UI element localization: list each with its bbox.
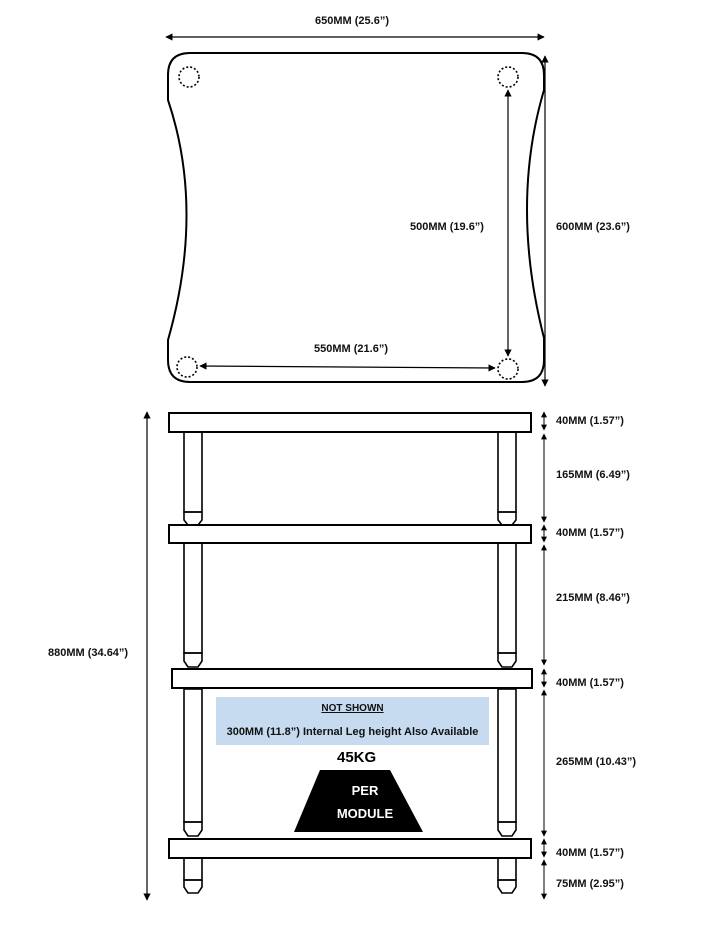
shelf-3 [171, 668, 533, 689]
leg-spike-marker [178, 66, 200, 88]
leg-right-lower [497, 688, 517, 837]
shelf-2 [168, 524, 532, 544]
shelf-thickness-label: 40MM (1.57”) [556, 677, 624, 689]
foot-right [497, 857, 517, 894]
leg-spike-marker [176, 356, 198, 378]
leg-height-label: 265MM (10.43”) [556, 756, 637, 768]
shelf-thickness-label: 40MM (1.57”) [556, 847, 624, 859]
leg-left-upper [183, 431, 203, 526]
depth-label: 600MM (23.6”) [556, 221, 630, 233]
note-title: NOT SHOWN [321, 703, 384, 714]
foot-left [183, 857, 203, 894]
note-text: 300MM (11.8”) Internal Leg height Also A… [226, 726, 479, 738]
leg-spike-marker [497, 358, 519, 380]
leg-height-label: 165MM (6.49”) [556, 469, 630, 481]
note-box: NOT SHOWN 300MM (11.8”) Internal Leg hei… [216, 697, 489, 745]
load-badge [294, 770, 423, 832]
shelf-1 [168, 412, 532, 433]
per-label: PER [351, 783, 379, 798]
weight-label: 45KG [337, 749, 377, 766]
shelf-thickness-label: 40MM (1.57”) [556, 527, 624, 539]
dimension-arrow [199, 362, 496, 372]
shelf-top-outline [167, 52, 545, 383]
width-label: 650MM (25.6”) [315, 15, 389, 27]
shelf-4 [168, 838, 532, 859]
leg-left-lower [183, 688, 203, 837]
leg-height-label: 215MM (8.46”) [556, 592, 630, 604]
leg-right-middle [497, 542, 517, 668]
module-label: MODULE [336, 806, 394, 821]
total-height-label: 880MM (34.64”) [48, 647, 129, 659]
foot-height-label: 75MM (2.95”) [556, 878, 624, 890]
leg-right-upper [497, 431, 517, 526]
leg-spike-marker [497, 66, 519, 88]
leg-left-middle [183, 542, 203, 668]
shelf-thickness-label: 40MM (1.57”) [556, 415, 624, 427]
leg-depth-label: 500MM (19.6”) [410, 221, 484, 233]
leg-width-label: 550MM (21.6”) [314, 343, 388, 355]
